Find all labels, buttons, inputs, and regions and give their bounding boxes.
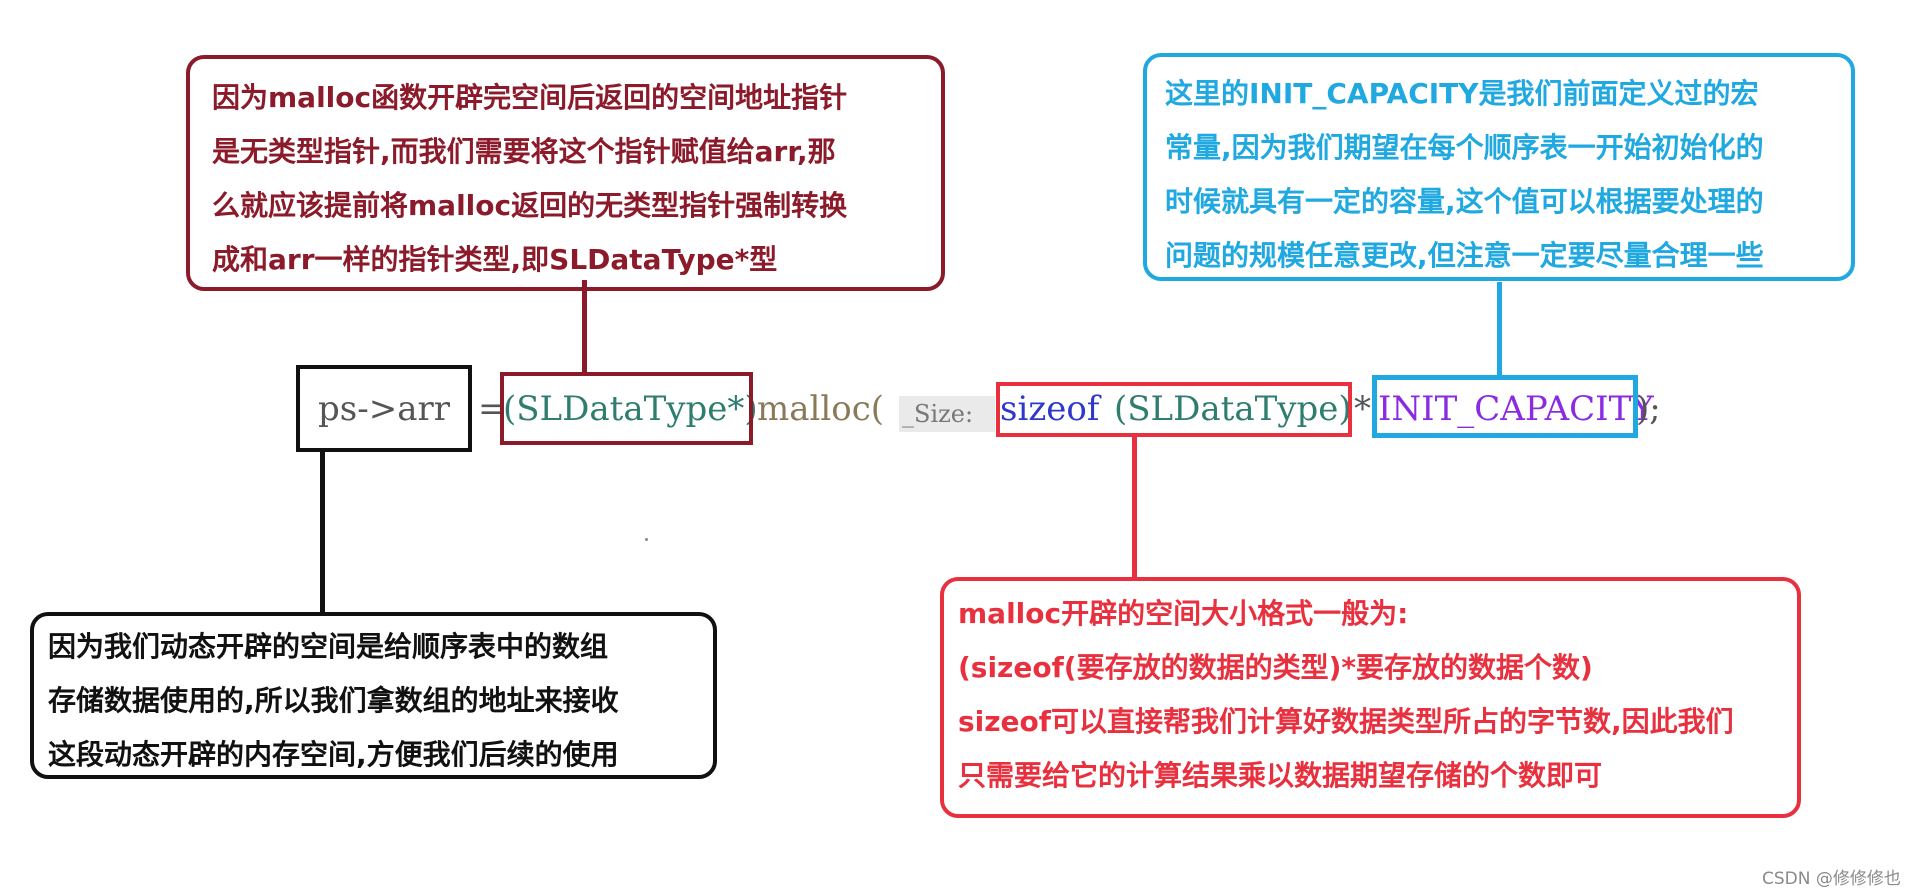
note-line: (sizeof(要存放的数据的类型)*要存放的数据个数) (958, 651, 1593, 684)
note-size-format-explanation: malloc开辟的空间大小格式一般为: (sizeof(要存放的数据的类型)*要… (940, 577, 1801, 818)
note-line: 时候就具有一定的容量,这个值可以根据要处理的 (1165, 185, 1764, 218)
watermark: CSDN @修修修也 (1762, 869, 1901, 889)
connector-ps-arr (320, 452, 325, 614)
note-init-capacity-explanation: 这里的INIT_CAPACITY是我们前面定义过的宏 常量,因为我们期望在每个顺… (1143, 53, 1855, 281)
stray-dot (645, 538, 648, 541)
note-cast-explanation: 因为malloc函数开辟完空间后返回的空间地址指针 是无类型指针,而我们需要将这… (186, 55, 945, 291)
code-lhs: ps->arr (318, 389, 450, 429)
code-sizeof-arg: (SLDataType) (1114, 389, 1352, 429)
note-line: sizeof可以直接帮我们计算好数据类型所占的字节数,因此我们 (958, 705, 1734, 738)
note-line: 这里的INIT_CAPACITY是我们前面定义过的宏 (1165, 77, 1759, 110)
highlight-sizeof (996, 382, 1352, 437)
note-line: 成和arr一样的指针类型,即SLDataType*型 (212, 243, 778, 276)
note-line: 因为我们动态开辟的空间是给顺序表中的数组 (48, 630, 609, 663)
code-times: * (1354, 389, 1371, 429)
highlight-ps-arr (296, 365, 472, 452)
highlight-init-capacity (1372, 375, 1638, 438)
parameter-hint-background (899, 396, 995, 432)
connector-capacity (1497, 282, 1502, 377)
code-sizeof-keyword: sizeof (1000, 389, 1100, 429)
highlight-cast (500, 372, 753, 445)
note-line: 这段动态开辟的内存空间,方便我们后续的使用 (48, 738, 619, 771)
code-malloc: malloc( (757, 389, 885, 429)
code-macro: INIT_CAPACITY (1378, 389, 1654, 429)
code-end: ); (1636, 389, 1661, 429)
note-line: 问题的规模任意更改,但注意一定要尽量合理一些 (1165, 239, 1764, 272)
code-param-hint: _Size: (902, 400, 974, 428)
note-line: 因为malloc函数开辟完空间后返回的空间地址指针 (212, 81, 848, 114)
note-array-pointer-explanation: 因为我们动态开辟的空间是给顺序表中的数组 存储数据使用的,所以我们拿数组的地址来… (30, 612, 717, 779)
note-line: 么就应该提前将malloc返回的无类型指针强制转换 (212, 189, 848, 222)
code-cast: (SLDataType*) (503, 389, 758, 429)
note-line: 是无类型指针,而我们需要将这个指针赋值给arr,那 (212, 135, 836, 168)
note-line: 常量,因为我们期望在每个顺序表一开始初始化的 (1165, 131, 1764, 164)
connector-sizeof (1132, 437, 1137, 580)
connector-cast (582, 280, 587, 372)
note-line: 存储数据使用的,所以我们拿数组的地址来接收 (48, 684, 619, 717)
note-line: malloc开辟的空间大小格式一般为: (958, 597, 1409, 630)
note-line: 只需要给它的计算结果乘以数据期望存储的个数即可 (958, 759, 1603, 792)
